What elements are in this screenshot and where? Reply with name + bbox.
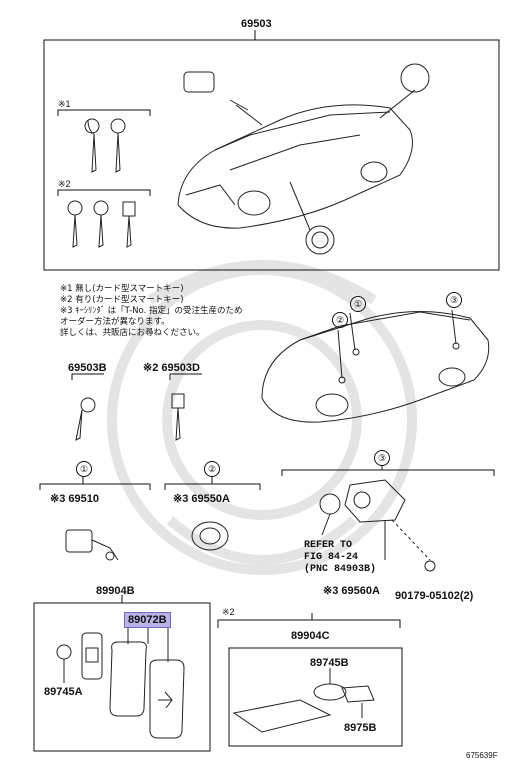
car-top-drawing: [177, 63, 430, 255]
callout-circle-2: ②: [204, 461, 220, 477]
refer-line-1: REFER TO: [304, 540, 353, 551]
part-number-90179[interactable]: 90179-05102(2): [395, 590, 474, 602]
figure-id: 675639F: [466, 751, 498, 760]
cylinder-69550a-drawing: [191, 521, 229, 551]
keys-mark1: [84, 118, 126, 173]
keys-mark2: [67, 200, 136, 248]
part-number-69550a[interactable]: ※3 69550A: [173, 493, 230, 505]
callout-circle-3: ③: [446, 292, 462, 308]
cylinder-69560a-drawing: [319, 479, 436, 572]
part-number-69560a[interactable]: ※3 69560A: [323, 585, 380, 597]
part-number-8975b[interactable]: 8975B: [344, 722, 377, 734]
part-number-69503d[interactable]: ※2 69503D: [143, 362, 200, 374]
refer-line-2: FIG 84-24: [304, 552, 359, 563]
part-number-89745a[interactable]: 89745A: [44, 686, 83, 698]
mark2-label: ※2: [58, 179, 71, 189]
mark2-label: ※2: [222, 607, 235, 617]
part-number-69510[interactable]: ※3 69510: [50, 493, 99, 505]
cylinder-69510-drawing: [65, 529, 119, 561]
note-line: 詳しくは、共販店にお尋ねください。: [60, 328, 205, 338]
part-number-69503[interactable]: 69503: [241, 18, 272, 30]
smart-key-drawing: [56, 624, 185, 739]
mark1-label: ※1: [58, 99, 71, 109]
callout-circle-1: ①: [76, 461, 92, 477]
keys-69503: [75, 393, 185, 441]
refer-line-3[interactable]: (PNC 84903B): [304, 564, 377, 575]
part-number-89904c[interactable]: 89904C: [291, 630, 330, 642]
card-key-drawing: [232, 668, 375, 733]
callout-circle-3: ③: [374, 450, 390, 466]
part-number-89072b-highlighted[interactable]: 89072B: [124, 612, 171, 628]
note-line: オーダー方法が異なります。: [60, 317, 170, 327]
car-middle-drawing: [261, 309, 490, 423]
note-line: ※3 ｷｰｼﾘﾝﾀﾞ は「T-No. 指定」の受注生産のため: [60, 306, 243, 316]
part-number-69503b[interactable]: 69503B: [68, 362, 107, 374]
part-number-89745b[interactable]: 89745B: [310, 657, 349, 669]
note-line: ※1 無し(カード型スマートキー): [60, 284, 184, 294]
part-number-89904b[interactable]: 89904B: [96, 585, 135, 597]
note-line: ※2 有り(カード型スマートキー): [60, 295, 184, 305]
callout-circle-1: ①: [350, 296, 366, 312]
callout-circle-2: ②: [332, 312, 348, 328]
